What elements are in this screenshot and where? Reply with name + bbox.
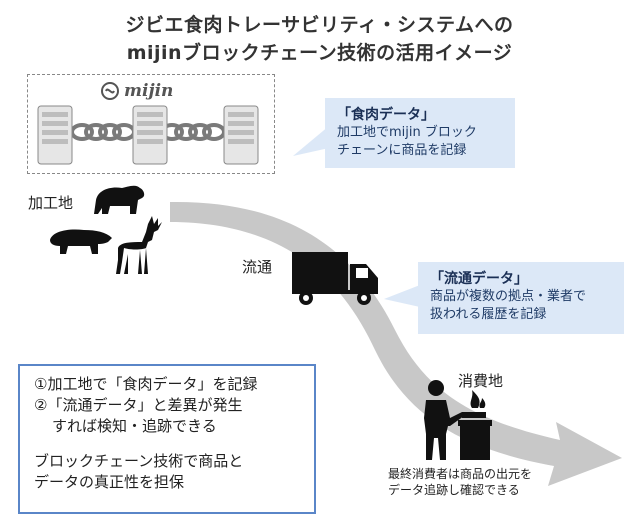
steps-spacer [34,437,300,451]
consumer-note-line-1: 最終消費者は商品の出元を [388,467,533,481]
mijin-logo: mijin [100,80,190,102]
consumer-note: 最終消費者は商品の出元を データ追跡し確認できる [388,466,598,498]
step-2a: ②「流通データ」と差異が発生 [34,396,243,414]
callout-meat-data: 「食肉データ」 加工地でmijin ブロック チェーンに商品を記録 [325,98,515,168]
server-chain [37,105,259,165]
callout-meat-line-1: 加工地でmijin ブロック [337,125,477,140]
mijin-logo-text: mijin [124,81,174,101]
consumer-note-line-2: データ追跡し確認できる [388,483,520,497]
callout-meat-line-2: チェーンに商品を記録 [337,143,467,158]
summary-line-2: データの真正性を担保 [34,473,185,491]
callout-meat-heading: 「食肉データ」 [337,107,435,123]
deer-icon [116,216,162,274]
callout-distribution-heading: 「流通データ」 [430,271,528,287]
title-line-2: mijinブロックチェーン技術の活用イメージ [126,42,513,64]
callout-meat-tail [293,126,329,156]
server-icon [223,105,259,165]
server-icon [132,105,168,165]
label-distribution: 流通 [242,258,273,276]
flow-arrow-body [170,201,622,486]
callout-distribution-tail [384,285,420,307]
blockchain-box [27,74,275,174]
step-2b: すれば検知・追跡できる [52,417,217,435]
label-processing: 加工地 [28,194,74,212]
callout-distribution-line-2: 扱われる履歴を記録 [430,307,547,322]
chef-cooking-icon [424,380,492,460]
callout-distribution-data: 「流通データ」 商品が複数の拠点・業者で 扱われる履歴を記録 [418,262,624,334]
bear-icon [94,185,145,214]
label-consumption: 消費地 [458,372,504,390]
server-icon [37,105,73,165]
step-1: ①加工地で「食肉データ」を記録 [34,375,258,393]
title-line-1: ジビエ食肉トレーサビリティ・システムへの [125,14,514,36]
summary-line-1: ブロックチェーン技術で商品と [34,452,244,470]
mijin-logo-icon [101,82,119,100]
steps-box: ①加工地で「食肉データ」を記録 ②「流通データ」と差異が発生 すれば検知・追跡で… [18,364,316,514]
callout-distribution-line-1: 商品が複数の拠点・業者で [430,289,587,304]
boar-icon [50,229,112,254]
truck-icon [292,252,378,305]
